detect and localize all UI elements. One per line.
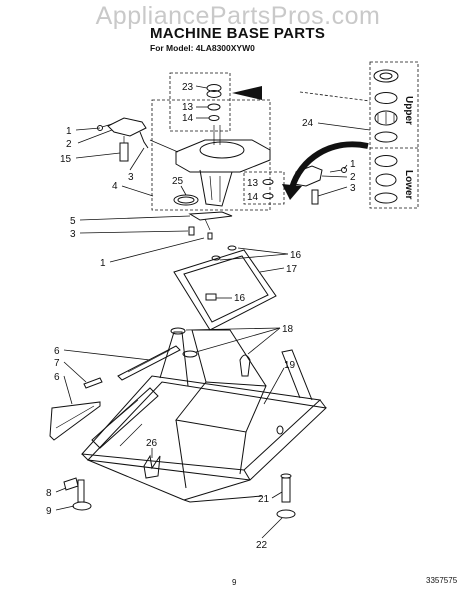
clip-part (143, 454, 161, 479)
callout-2-right: 2 (350, 172, 356, 183)
brake-parts (79, 211, 233, 263)
upper-cam-kit-group (169, 72, 262, 132)
callout-22: 22 (256, 540, 268, 551)
callout-26: 26 (146, 438, 158, 449)
watermark: AppliancePartsPros.com (95, 2, 381, 30)
bearing-kit (299, 61, 419, 209)
callout-19: 19 (284, 360, 296, 371)
support-plate (173, 245, 289, 331)
page-title: MACHINE BASE PARTS (150, 25, 326, 42)
callout-25: 25 (172, 176, 184, 187)
assembly-arrow (289, 141, 369, 189)
document-number: 3357575 (426, 576, 458, 585)
transmission-assembly (149, 99, 271, 211)
callout-6: 6 (54, 346, 60, 357)
callout-23: 23 (182, 82, 194, 93)
callout-3: 3 (128, 172, 134, 183)
callout-17: 17 (286, 264, 298, 275)
pad-parts (170, 327, 281, 377)
callout-24: 24 (302, 118, 314, 129)
callout-16: 16 (290, 250, 302, 261)
model-number: For Model: 4LA8300XYW0 (150, 43, 255, 53)
left-bracket-parts (75, 117, 149, 171)
callout-9: 9 (46, 506, 52, 517)
callout-8: 8 (46, 488, 52, 499)
page-number: 9 (232, 578, 237, 587)
callout-4: 4 (112, 181, 118, 192)
callout-1-right: 1 (350, 159, 356, 170)
callout-2: 2 (66, 139, 72, 150)
callout-13: 13 (182, 102, 194, 113)
lower-bearing-label: Lower (403, 170, 414, 200)
machine-base-frame (80, 329, 328, 503)
callout-3-right: 3 (350, 183, 356, 194)
lower-cam-kit-group (243, 164, 348, 205)
callout-14: 14 (182, 113, 194, 124)
leveling-leg-left (55, 477, 92, 511)
callout-13-right: 13 (247, 178, 259, 189)
callout-21: 21 (258, 494, 270, 505)
leveling-leg-right (261, 473, 296, 539)
callout-1: 1 (66, 126, 72, 137)
callout-3-lower: 3 (70, 229, 76, 240)
side-rails (49, 345, 181, 441)
callout-6-lower: 6 (54, 372, 60, 383)
callout-16-lower: 16 (234, 293, 246, 304)
callout-18: 18 (282, 324, 294, 335)
upper-bearing-label: Upper (403, 96, 414, 125)
callout-7: 7 (54, 358, 60, 369)
callout-15: 15 (60, 154, 72, 165)
callout-1-lower: 1 (100, 258, 106, 269)
callout-14-right: 14 (247, 192, 259, 203)
pulley-ring (121, 185, 199, 206)
callout-5: 5 (70, 216, 76, 227)
